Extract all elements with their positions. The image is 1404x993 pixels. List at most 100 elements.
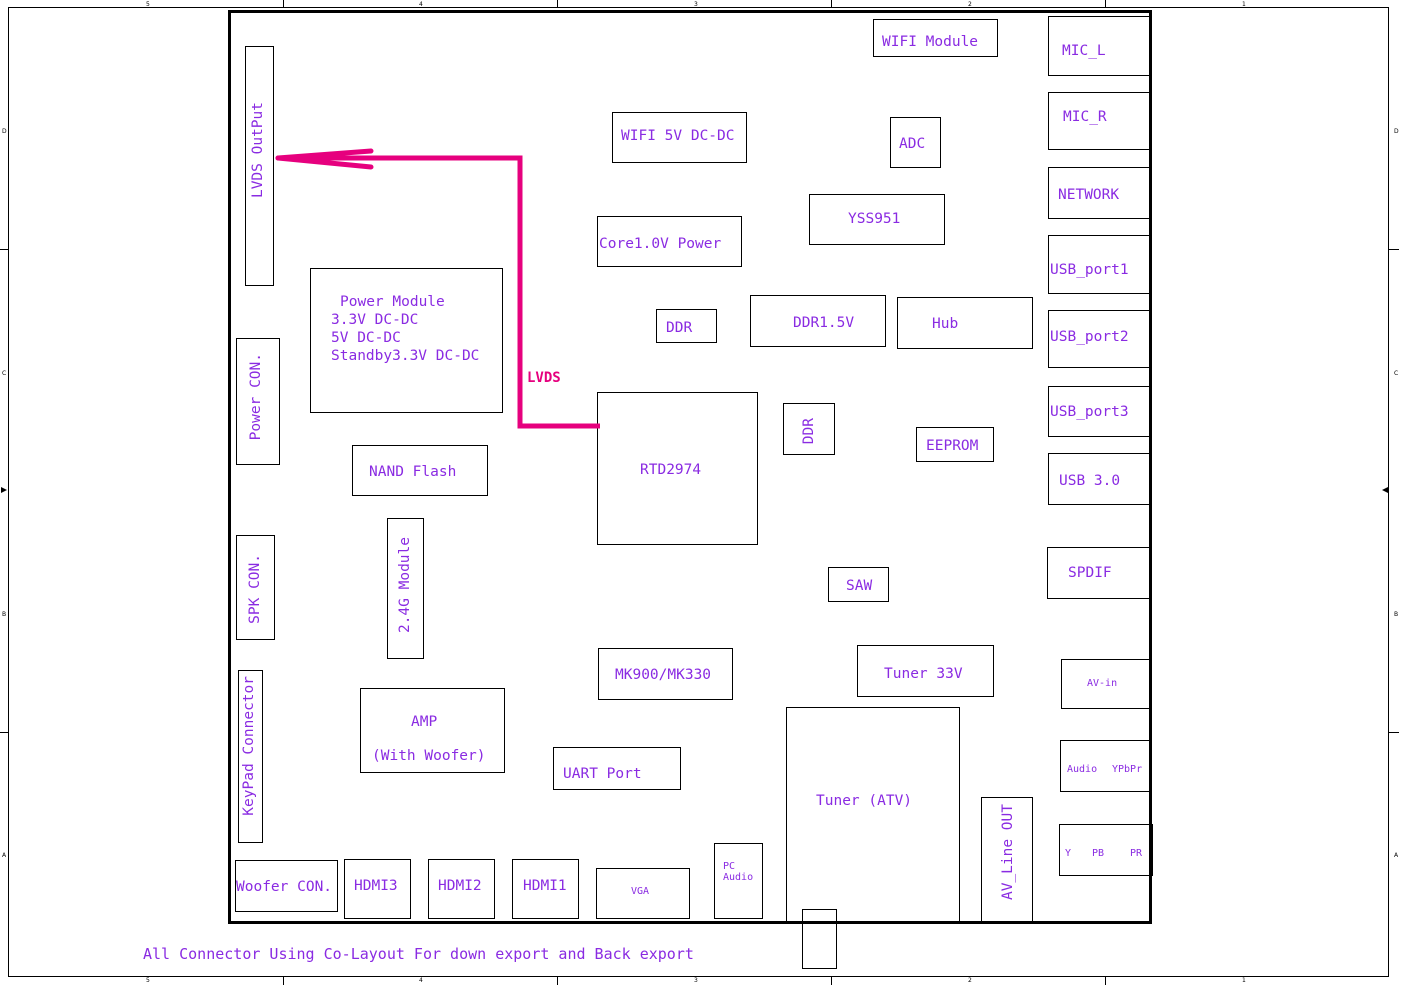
mic-r-label: MIC_R — [1063, 109, 1107, 125]
ruler-tick — [1389, 249, 1399, 250]
lvds-arrow-head-lower — [275, 155, 374, 170]
ruler-top-1: 1 — [1242, 1, 1246, 8]
hdmi3-block: HDMI3 — [344, 859, 411, 919]
eeprom-label: EEPROM — [926, 438, 979, 454]
ruler-tick — [557, 977, 558, 985]
hdmi3-label: HDMI3 — [354, 878, 398, 894]
pb-label: PB — [1092, 848, 1105, 859]
ruler-top-2: 2 — [968, 1, 972, 8]
yss951-label: YSS951 — [848, 211, 901, 227]
ruler-tick — [831, 0, 832, 7]
power-module-line: 5V DC-DC — [331, 330, 401, 346]
mic-l-block: MIC_L — [1048, 16, 1151, 76]
nand-flash-block: NAND Flash — [352, 445, 488, 496]
adc-label: ADC — [899, 136, 926, 152]
ddr-vertical-block: DDR — [783, 403, 835, 455]
uart-port-label: UART Port — [563, 766, 642, 782]
spdif-block: SPDIF — [1047, 547, 1150, 599]
nand-flash-label: NAND Flash — [369, 464, 457, 480]
usb30-block: USB 3.0 — [1048, 453, 1151, 505]
woofer-con-label: Woofer CON. — [236, 879, 333, 895]
mk900-block: MK900/MK330 — [598, 648, 733, 700]
pc-audio-block: PC Audio — [714, 843, 763, 919]
ruler-bottom-5: 5 — [146, 977, 150, 984]
wifi-5v-block: WIFI 5V DC-DC — [612, 112, 747, 163]
ruler-tick — [1105, 977, 1106, 985]
lvds-arrow-line — [278, 155, 600, 429]
ruler-right-c: C — [1394, 370, 1399, 377]
hub-block: Hub — [897, 297, 1033, 349]
ruler-right-a: A — [1394, 852, 1399, 859]
network-label: NETWORK — [1058, 187, 1120, 203]
spdif-label: SPDIF — [1068, 565, 1112, 581]
usb-port1-label: USB_port1 — [1050, 262, 1129, 278]
power-module-block: Power Module 3.3V DC-DC 5V DC-DC Standby… — [310, 268, 503, 413]
tuner33v-block: Tuner 33V — [857, 645, 994, 697]
y-pb-pr-block: Y PB PR — [1059, 824, 1153, 876]
woofer-con-block: Woofer CON. — [235, 860, 338, 912]
usb-port3-block: USB_port3 — [1048, 386, 1151, 437]
power-con-block: Power CON. — [236, 338, 280, 465]
ruler-right-d: D — [1394, 128, 1399, 135]
pc-label: PC — [723, 861, 736, 872]
lvds-signal-label: LVDS — [527, 370, 561, 386]
ruler-bottom-4: 4 — [419, 977, 423, 984]
mic-l-label: MIC_L — [1062, 43, 1106, 59]
wifi-module-block: WIFI Module — [873, 19, 998, 57]
av-in-block: AV-in — [1061, 659, 1151, 709]
ruler-tick — [0, 249, 8, 250]
amp-title: AMP — [411, 714, 438, 730]
ruler-tick — [0, 732, 8, 733]
lvds-arrow-head-upper — [275, 148, 374, 161]
mic-r-block: MIC_R — [1048, 92, 1151, 150]
usb-port2-block: USB_port2 — [1048, 310, 1151, 368]
vga-label: VGA — [631, 886, 650, 897]
core-power-block: Core1.0V Power — [597, 216, 742, 267]
spk-con-block: SPK CON. — [236, 535, 275, 640]
power-module-line: 3.3V DC-DC — [331, 312, 419, 328]
ruler-top-5: 5 — [146, 1, 150, 8]
saw-label: SAW — [846, 578, 873, 594]
hub-label: Hub — [932, 316, 959, 332]
ruler-bottom-3: 3 — [694, 977, 698, 984]
center-marker-left — [1, 487, 7, 493]
ruler-left-b: B — [2, 611, 7, 618]
ruler-bottom-2: 2 — [968, 977, 972, 984]
usb-port2-label: USB_port2 — [1050, 329, 1129, 345]
usb-port3-label: USB_port3 — [1050, 404, 1129, 420]
pc-audio-label: Audio — [723, 872, 754, 883]
module-24g-block: 2.4G Module — [387, 518, 424, 659]
usb-port1-block: USB_port1 — [1048, 235, 1151, 294]
wifi-module-label: WIFI Module — [882, 34, 979, 50]
lvds-output-block: LVDS OutPut — [245, 46, 274, 286]
ruler-left-d: D — [2, 128, 7, 135]
power-module-title: Power Module — [340, 294, 445, 310]
audio-ypbpr-block: Audio YPbPr — [1060, 740, 1151, 792]
adc-block: ADC — [890, 117, 941, 168]
usb30-label: USB 3.0 — [1059, 473, 1121, 489]
uart-port-block: UART Port — [553, 747, 681, 790]
ruler-bottom-1: 1 — [1242, 977, 1246, 984]
av-in-label: AV-in — [1087, 678, 1118, 689]
eeprom-block: EEPROM — [916, 427, 994, 462]
tuner-connector-stub — [802, 909, 837, 969]
rtd2974-label: RTD2974 — [640, 462, 702, 478]
ddr-top-label: DDR — [666, 320, 693, 336]
footnote: All Connector Using Co-Layout For down e… — [143, 945, 694, 963]
ruler-tick — [1389, 732, 1399, 733]
power-module-line: Standby3.3V DC-DC — [331, 348, 480, 364]
hdmi2-label: HDMI2 — [438, 878, 482, 894]
center-marker-right — [1382, 487, 1388, 493]
hdmi1-label: HDMI1 — [523, 878, 567, 894]
vga-block: VGA — [596, 868, 690, 919]
ruler-left-a: A — [2, 852, 7, 859]
ruler-top-4: 4 — [419, 1, 423, 8]
tuner-atv-block: Tuner (ATV) — [786, 707, 960, 922]
ruler-tick — [283, 977, 284, 985]
y-label: Y — [1065, 848, 1072, 859]
ruler-top-3: 3 — [694, 1, 698, 8]
ruler-tick — [1105, 0, 1106, 7]
ddr15-label: DDR1.5V — [793, 315, 855, 331]
hdmi1-block: HDMI1 — [512, 859, 579, 919]
